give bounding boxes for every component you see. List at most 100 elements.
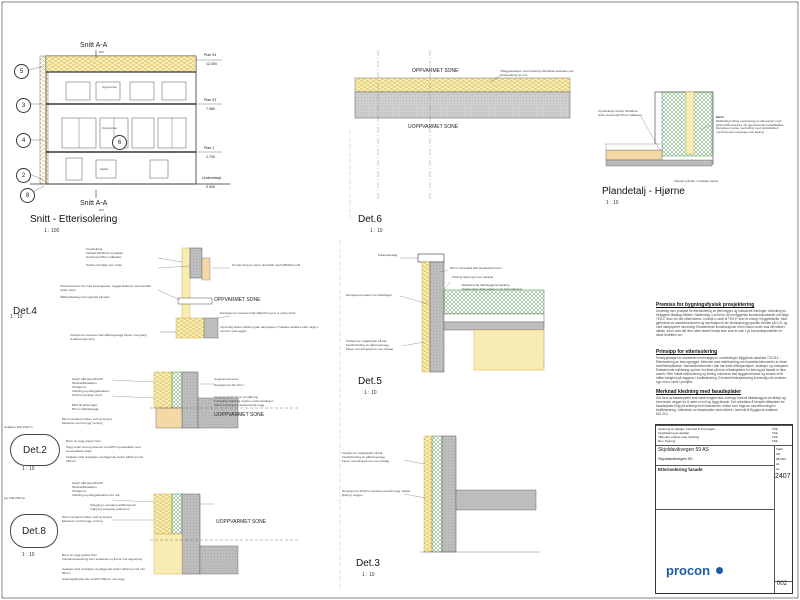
- det3-note: Tapes mot dampsperre over beslag: [342, 459, 390, 463]
- det8-upper-zone: UOPPVARMET SONE: [216, 519, 267, 525]
- det2-label: Det.2: [10, 434, 60, 466]
- premiss-text: Underlag over prosjekt for etterisolerin…: [656, 309, 789, 337]
- det6-drawing: [354, 50, 571, 200]
- det8-note: Fundamentisolering som avbøtelse og fron…: [62, 557, 143, 561]
- tb-code: Sakb: [776, 447, 783, 451]
- revision-code: TAE: [772, 427, 778, 431]
- det4-note: Innvendig isolert påforing plan dampsper…: [220, 325, 319, 333]
- plandetalj-note-left: Krysslekting Vindsp 40x38mm lekter Horis…: [598, 109, 642, 117]
- det5-note: Dampsperre tapes mot randdrager: [346, 293, 393, 297]
- det4-note: Perforert beslag over vindu: [86, 263, 123, 267]
- det6-title: Det.6: [358, 214, 382, 225]
- det4-scale: 1 : 10: [10, 314, 23, 320]
- det2-scale: 1 : 10: [22, 466, 35, 472]
- det3-title: Det.3: [356, 558, 380, 569]
- level-value: 2.700: [206, 155, 215, 159]
- det3-drawing: [403, 435, 540, 553]
- revision-code: TAE: [772, 435, 778, 439]
- plandetalj-note-right-title: Merk!: [716, 115, 725, 119]
- det5-note: Eksisterende takbelegg/overtekking: [462, 283, 510, 287]
- det3-scale: 1 : 10: [362, 572, 375, 578]
- plandetalj-note-right: Midlertidig lekting med lipping av damps…: [716, 119, 785, 134]
- revision-code: TAE: [772, 431, 778, 435]
- tb-code: A1: [776, 462, 780, 466]
- merknad-section: Merknad kledning med fasadeplater Det fo…: [656, 390, 790, 418]
- client-name: Skjoldavikvegen 59 AS: [658, 447, 709, 453]
- detail-bubble[interactable]: 6: [112, 135, 127, 150]
- det2-note: Isolasjon skal overlappe overliggende is…: [66, 455, 144, 463]
- det8-title: Det.8: [22, 525, 46, 537]
- det2-title: Det.2: [23, 444, 47, 456]
- det6-lower-zone: UOPPVARMET SONE: [408, 124, 459, 130]
- prinsipp-text: Prinsipplekkjær er utarbeidet med bakgru…: [656, 356, 790, 384]
- det5-note: Vindsperre i skjøtesider på tak: [346, 339, 387, 343]
- section-bottom-sub: 001: [99, 208, 105, 212]
- det8-note: Isolert påforing 48x148: [72, 481, 103, 485]
- level-value: 12.000: [206, 62, 217, 66]
- det4-drawing: [157, 247, 231, 339]
- det2-note: Utlekting og tilleggsisolasjon: [72, 389, 110, 393]
- detail-bubble[interactable]: 2: [16, 168, 31, 183]
- det4-note: Omramming av stens vindusfelt med UPE200…: [232, 263, 301, 267]
- revision-row: Rev. Tegning: [658, 439, 676, 443]
- drawing-number: 2407: [775, 473, 791, 480]
- det2-drawing: [111, 371, 300, 429]
- detail-bubble[interactable]: 4: [16, 133, 31, 148]
- premiss-heading: Premiss for bygningsfysisk prosjektering: [656, 302, 755, 308]
- detail-bubble[interactable]: 5: [14, 64, 29, 79]
- det2-note: 50mm dobbelstegjø: [72, 407, 99, 411]
- main-section-title: Snitt - Etterisolering: [30, 214, 118, 225]
- det5-note: Festforbinding av påforingsvegg: [346, 343, 389, 347]
- det8-note: Trapping overgang sokkelmur: [90, 507, 130, 511]
- level-value: 0.000: [206, 185, 215, 189]
- prinsipp-heading: Prinsipp for etterisolering: [656, 349, 718, 355]
- level-name: Plan 04: [204, 53, 217, 57]
- drawing-title: Etterisolering fasade: [658, 467, 703, 472]
- det5-note: 50mm mineralull bak sandwichelement: [450, 266, 502, 270]
- level-value: 7.580: [206, 107, 215, 111]
- main-section-scale: 1 : 100: [44, 228, 60, 234]
- logo-dot-icon: [716, 567, 723, 574]
- plandetalj-scale: 1 : 10: [606, 200, 619, 206]
- det2-note: 50mm avstand mellom eolf og fenjing: [62, 417, 112, 421]
- company-logo: procon: [666, 563, 711, 578]
- det8-note: 50mm avstand mellom eolf og fenjing: [62, 515, 112, 519]
- det3-note: Festforbinding av påforingsvegg: [342, 455, 385, 459]
- det4-note: Vindsperre monteres bak påforingsvegg Ta…: [70, 333, 147, 341]
- room-label: Oppvarmet: [102, 126, 117, 130]
- left-edge-note: per 200-250mm: [4, 496, 26, 500]
- tb-code: 05/18/2: [776, 457, 787, 461]
- det3-note: Vindsperre i skjøtesider på tak: [342, 451, 383, 455]
- det4-note: Horisontal 25mm stålpleter: [86, 255, 122, 259]
- det4-note: Krysslekting: [86, 247, 103, 251]
- det2-note: Dampsperre SD-10m i: [214, 383, 244, 387]
- det2-note: Skrue luft-tetting til eksisterende vegg: [214, 403, 265, 407]
- main-section-drawing: [28, 50, 230, 198]
- det4-note: Sålbenkbeslag med oppbrett på sider: [60, 295, 110, 299]
- premiss-section: Premiss for bygningsfysisk prosjektering…: [656, 303, 790, 339]
- det8-note: Isolasjon skal overlappe overliggende is…: [62, 567, 146, 575]
- det6-note: Tilleggsisolasjon med isolering Ulferdel…: [500, 69, 574, 77]
- detail-bubble[interactable]: 8: [20, 188, 35, 203]
- revision-row: Tilknyttet vinduer etter befaring: [658, 435, 700, 439]
- det5-scale: 1 : 10: [364, 390, 377, 396]
- revision-row: Oppdatering av detaljer: [658, 431, 690, 435]
- det8-note: Isoleringsbredde bør av EPS 300mm mot ve…: [62, 577, 125, 581]
- det8-note: Utlegging i overgang avtilkimgrunn: [90, 503, 137, 507]
- det2-note: Bunn av vegg graves frem: [66, 439, 102, 443]
- det4-upper-zone: OPPVARMET SONE: [214, 297, 261, 303]
- det5-title: Det.5: [358, 376, 382, 387]
- plandetalj-title: Plandetalj - Hjørne: [602, 186, 685, 197]
- detail-bubble[interactable]: 3: [16, 98, 31, 113]
- det4-note: Dampsperre monteres bak stålprofil og tu…: [220, 311, 296, 315]
- level-name: Plan 03: [204, 98, 217, 102]
- det4-label: Det.4: [4, 294, 46, 328]
- room-label: Oppvarmet: [102, 85, 117, 89]
- merknad-text: Det forut av fasadeplater skal være leng…: [656, 396, 786, 416]
- title-block: Justering av detalje i henhold til forpr…: [655, 424, 793, 594]
- det2-note: Mineralullisolasjon: [72, 381, 97, 385]
- prinsipp-section: Prinsipp for etterisolering Prinsipplekk…: [656, 350, 790, 386]
- det2-note: Forsegling skjæring mellom murkonstruksj…: [214, 399, 274, 403]
- section-top-label: Snitt A-A: [80, 42, 108, 49]
- det8-drawing: [111, 493, 300, 575]
